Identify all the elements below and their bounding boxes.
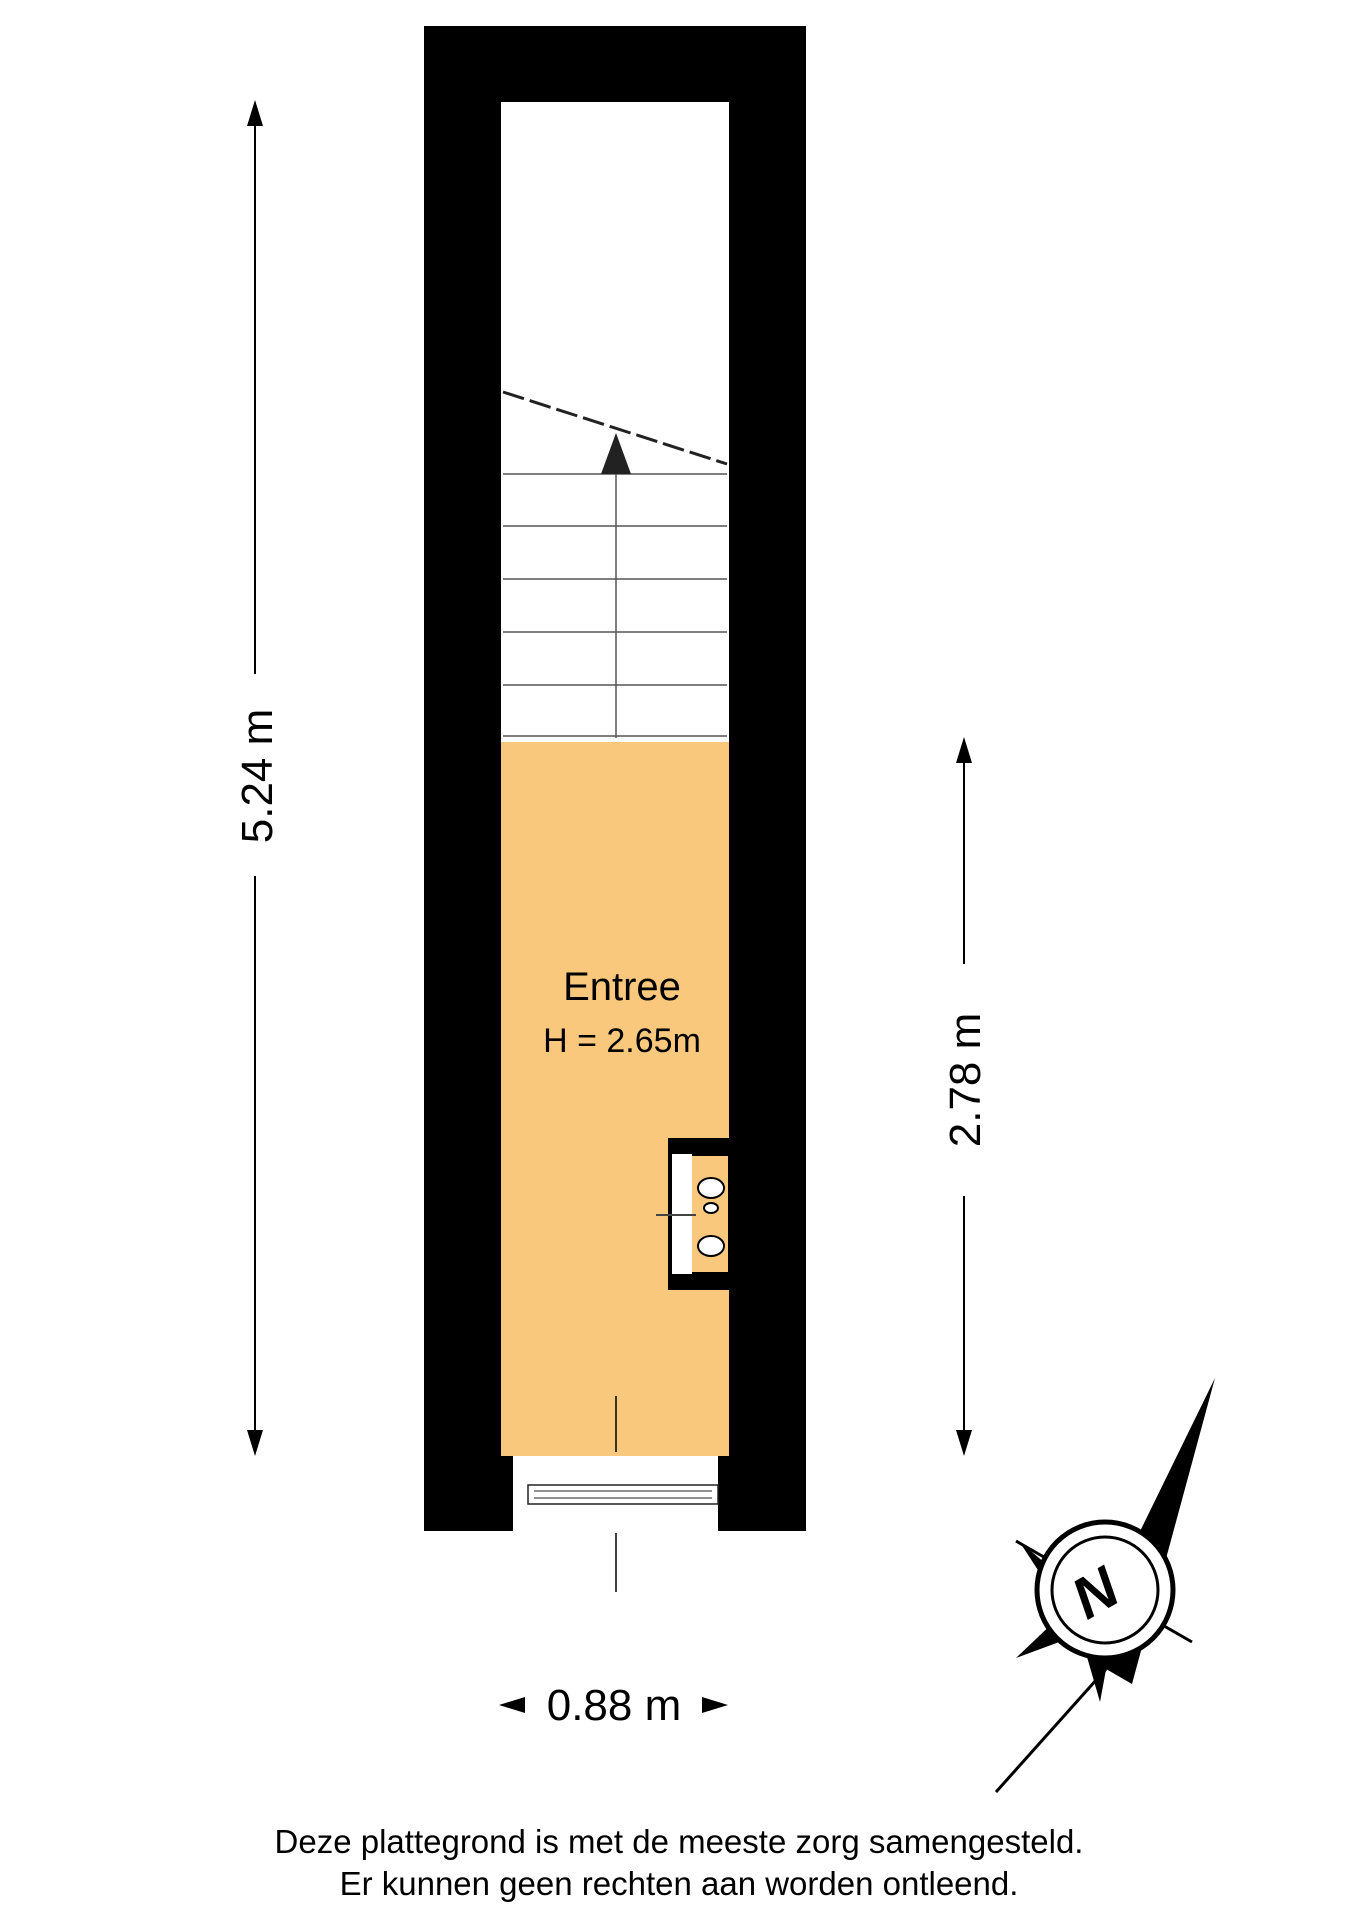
- width-label: 0.88 m: [547, 1681, 682, 1730]
- compass-inner-ring: [1050, 1535, 1160, 1645]
- dimension-total-length: [247, 100, 263, 1456]
- dimension-arrow-icon: [956, 1430, 972, 1456]
- disclaimer-line-2: Er kunnen geen rechten aan worden ontlee…: [339, 1865, 1019, 1902]
- sink-icon: [656, 1138, 730, 1290]
- entrance-door: [527, 1396, 719, 1592]
- compass-icon: N: [994, 1378, 1215, 1793]
- staircase: [503, 470, 727, 738]
- stair-cut-line: [502, 390, 728, 466]
- total-length-label: 5.24 m: [233, 709, 282, 844]
- compass-fin: [1085, 1648, 1110, 1702]
- dimension-arrow-icon: [702, 1697, 728, 1713]
- room-height: H = 2.65m: [543, 1022, 701, 1060]
- dimension-arrow-icon: [499, 1697, 525, 1713]
- dimension-arrow-icon: [247, 1430, 263, 1456]
- dimension-arrow-icon: [247, 100, 263, 126]
- room-length-label: 2.78 m: [941, 1013, 990, 1148]
- room-name: Entree: [563, 965, 681, 1009]
- dimension-room-length: [956, 737, 972, 1456]
- dimension-arrow-icon: [956, 737, 972, 763]
- stair-direction-arrow-icon: [601, 433, 631, 474]
- room-entree-floor: [501, 742, 729, 1456]
- disclaimer-line-1: Deze plattegrond is met de meeste zorg s…: [274, 1823, 1084, 1860]
